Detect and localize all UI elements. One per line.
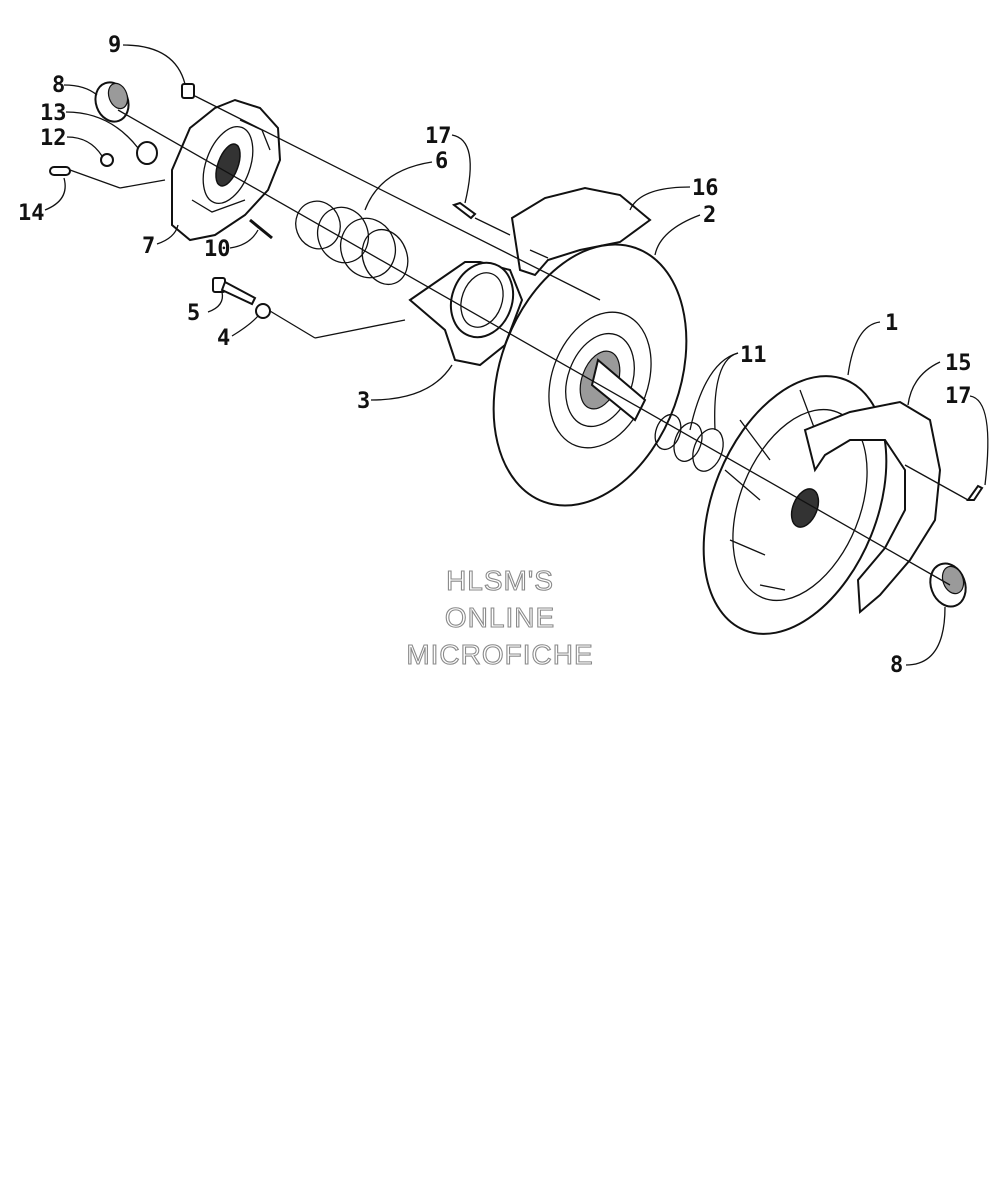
part-2-moveable-sheave bbox=[492, 243, 688, 507]
part-10-pin bbox=[249, 218, 273, 240]
assembly-axis-lines bbox=[69, 95, 969, 586]
callout-5: 5 bbox=[187, 301, 200, 326]
part-7-cover-plate bbox=[171, 98, 282, 242]
part-12-washer bbox=[100, 153, 114, 167]
callout-10: 10 bbox=[204, 237, 231, 262]
callout-9: 9 bbox=[108, 33, 121, 58]
watermark-line-2: ONLINE bbox=[445, 602, 555, 633]
callout-17-upper: 17 bbox=[425, 124, 452, 149]
watermark: HLSM'S ONLINE MICROFICHE bbox=[406, 564, 593, 670]
callout-leaders bbox=[44, 44, 989, 666]
callout-6: 6 bbox=[435, 149, 448, 174]
callout-3: 3 bbox=[357, 389, 370, 414]
part-1-fixed-sheave bbox=[702, 375, 888, 635]
part-5-bolt bbox=[212, 277, 257, 306]
callout-7: 7 bbox=[142, 234, 155, 259]
part-6-spring bbox=[295, 200, 409, 286]
part-16-upper-cover bbox=[510, 186, 652, 277]
callout-12: 12 bbox=[40, 126, 67, 151]
callout-8-top: 8 bbox=[52, 73, 65, 98]
part-17-screw-right bbox=[966, 484, 984, 501]
part-8-bushing-left bbox=[94, 81, 130, 123]
callout-15: 15 bbox=[945, 351, 972, 376]
part-3-cam bbox=[408, 261, 524, 367]
watermark-line-3: MICROFICHE bbox=[406, 639, 593, 670]
callout-2: 2 bbox=[703, 203, 716, 228]
part-9-nut bbox=[181, 83, 195, 99]
callout-1: 1 bbox=[885, 311, 898, 336]
part-13-roller bbox=[136, 141, 158, 165]
part-8-bushing-right bbox=[929, 562, 967, 608]
callout-16: 16 bbox=[692, 176, 719, 201]
callout-11: 11 bbox=[740, 343, 767, 368]
callout-13: 13 bbox=[40, 101, 67, 126]
callout-4: 4 bbox=[217, 326, 230, 351]
callout-17-right: 17 bbox=[945, 384, 972, 409]
callout-14: 14 bbox=[18, 201, 45, 226]
watermark-line-1: HLSM'S bbox=[446, 565, 554, 596]
callout-8-bottom: 8 bbox=[890, 653, 903, 678]
part-14-pin bbox=[49, 166, 71, 176]
part-17-screw-upper bbox=[451, 201, 477, 220]
part-4-nut bbox=[255, 303, 271, 319]
